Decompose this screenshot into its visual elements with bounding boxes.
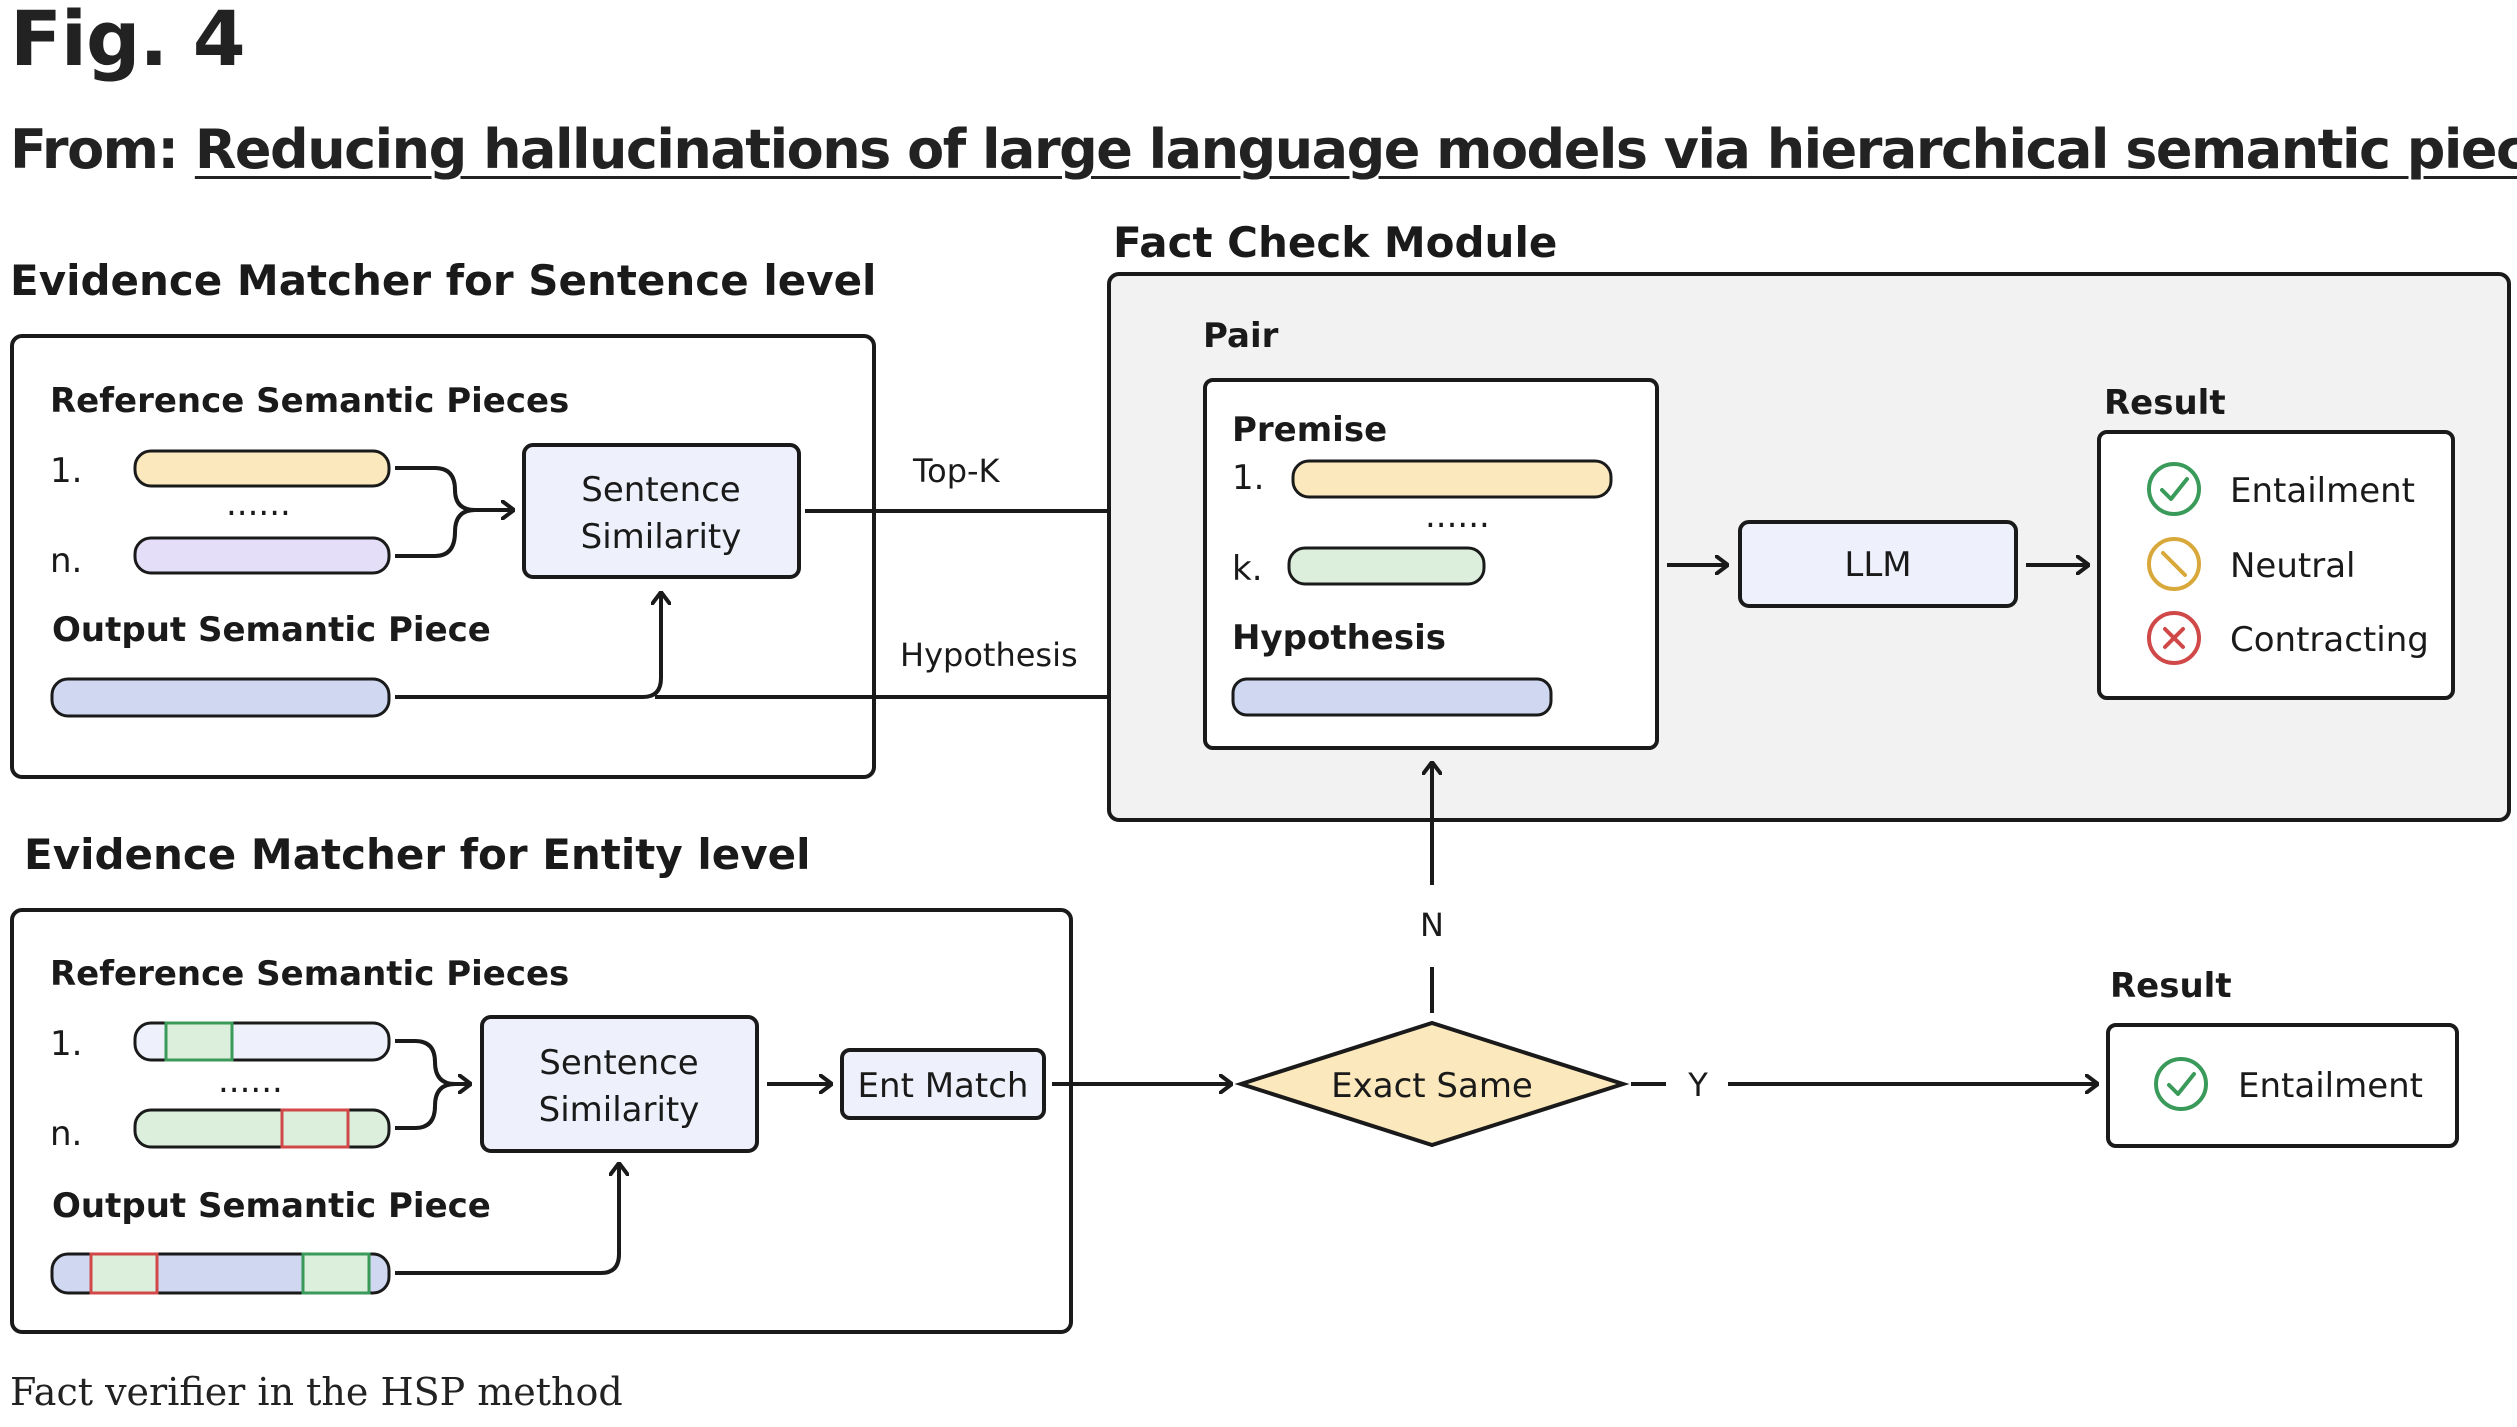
premise-ellipsis: ...... xyxy=(1425,496,1490,536)
exact-same-decision xyxy=(1234,1020,1630,1148)
reference-piece-first xyxy=(133,449,391,488)
result-contracting-item: Contracting xyxy=(2147,611,2429,665)
result-neutral-item: Neutral xyxy=(2147,537,2356,591)
check-icon xyxy=(2147,462,2201,516)
hypothesis-piece xyxy=(1231,677,1553,717)
hypothesis-edge-label: Hypothesis xyxy=(900,636,1078,674)
entity-output-to-similarity-arrow xyxy=(395,1163,619,1275)
sentence-ellipsis: ...... xyxy=(226,484,291,524)
entity-merge-brace xyxy=(395,1039,456,1130)
premise-piece-first xyxy=(1291,459,1613,499)
merge-brace xyxy=(395,466,476,558)
result-contracting-label: Contracting xyxy=(2230,620,2429,660)
premise-label: Premise xyxy=(1232,410,1387,450)
sentence-reference-label: Reference Semantic Pieces xyxy=(50,381,569,421)
pair-label: Pair xyxy=(1203,316,1279,356)
premise-piece-last xyxy=(1287,546,1486,586)
output-mark-green xyxy=(301,1252,371,1295)
sentence-similarity-line2: Similarity xyxy=(581,517,742,557)
entity-similarity-line1: Sentence xyxy=(539,1043,698,1083)
from-prefix: From: xyxy=(10,118,179,181)
result-entailment-label: Entailment xyxy=(2230,471,2415,511)
entity-ellipsis: ...... xyxy=(218,1061,283,1101)
ent-match-box xyxy=(840,1048,1046,1120)
sentence-item-last: n. xyxy=(50,541,82,581)
sentence-item-first: 1. xyxy=(50,451,82,491)
cross-icon xyxy=(2147,611,2201,665)
premise-item-last: k. xyxy=(1232,549,1263,589)
reference-piece-last xyxy=(133,536,391,575)
entity-reference-label: Reference Semantic Pieces xyxy=(50,954,569,994)
entity-similarity-box xyxy=(480,1015,759,1153)
paper-title-link[interactable]: Reducing hallucinations of large languag… xyxy=(194,118,2517,181)
sentence-matcher-title: Evidence Matcher for Sentence level xyxy=(10,256,876,305)
entity-output-label: Output Semantic Piece xyxy=(52,1186,491,1226)
entity-result-value: Entailment xyxy=(2238,1066,2423,1106)
exact-same-label: Exact Same xyxy=(1331,1066,1533,1106)
output-to-similarity-arrow xyxy=(395,592,661,699)
llm-box xyxy=(1738,520,2018,608)
entity-similarity-line2: Similarity xyxy=(539,1090,700,1130)
entity-reference-piece-last xyxy=(133,1108,391,1149)
entity-matcher-title: Evidence Matcher for Entity level xyxy=(24,830,811,879)
no-edge-label: N xyxy=(1420,906,1444,944)
pair-hypothesis-label: Hypothesis xyxy=(1232,618,1446,658)
check-icon xyxy=(2154,1057,2208,1111)
premise-item-first: 1. xyxy=(1232,458,1264,498)
fact-check-title: Fact Check Module xyxy=(1113,218,1557,267)
source-line: From: Reducing hallucinations of large l… xyxy=(10,118,2517,181)
figure-label: Fig. 4 xyxy=(10,0,246,83)
ent-match-label: Ent Match xyxy=(858,1066,1029,1106)
entity-result-box xyxy=(2106,1023,2459,1148)
entity-result-label: Result xyxy=(2110,966,2232,1006)
llm-label: LLM xyxy=(1844,545,1911,585)
result-entailment-item: Entailment xyxy=(2147,462,2415,516)
fact-result-label: Result xyxy=(2104,383,2226,423)
slash-icon xyxy=(2147,537,2201,591)
figure-caption: Fact verifier in the HSP method xyxy=(10,1370,623,1414)
fact-result-box xyxy=(2097,430,2455,700)
result-neutral-label: Neutral xyxy=(2230,546,2356,586)
entity-mark-green xyxy=(164,1021,234,1062)
entity-mark-red xyxy=(280,1108,350,1149)
sentence-similarity-line1: Sentence xyxy=(581,470,740,510)
sentence-output-label: Output Semantic Piece xyxy=(52,610,491,650)
sentence-similarity-box xyxy=(522,443,801,579)
top-k-label: Top-K xyxy=(912,452,1001,490)
output-mark-red xyxy=(89,1252,159,1295)
yes-edge-label: Y xyxy=(1687,1066,1708,1104)
output-piece xyxy=(50,677,391,718)
entity-item-last: n. xyxy=(50,1114,82,1154)
entity-item-first: 1. xyxy=(50,1024,82,1064)
